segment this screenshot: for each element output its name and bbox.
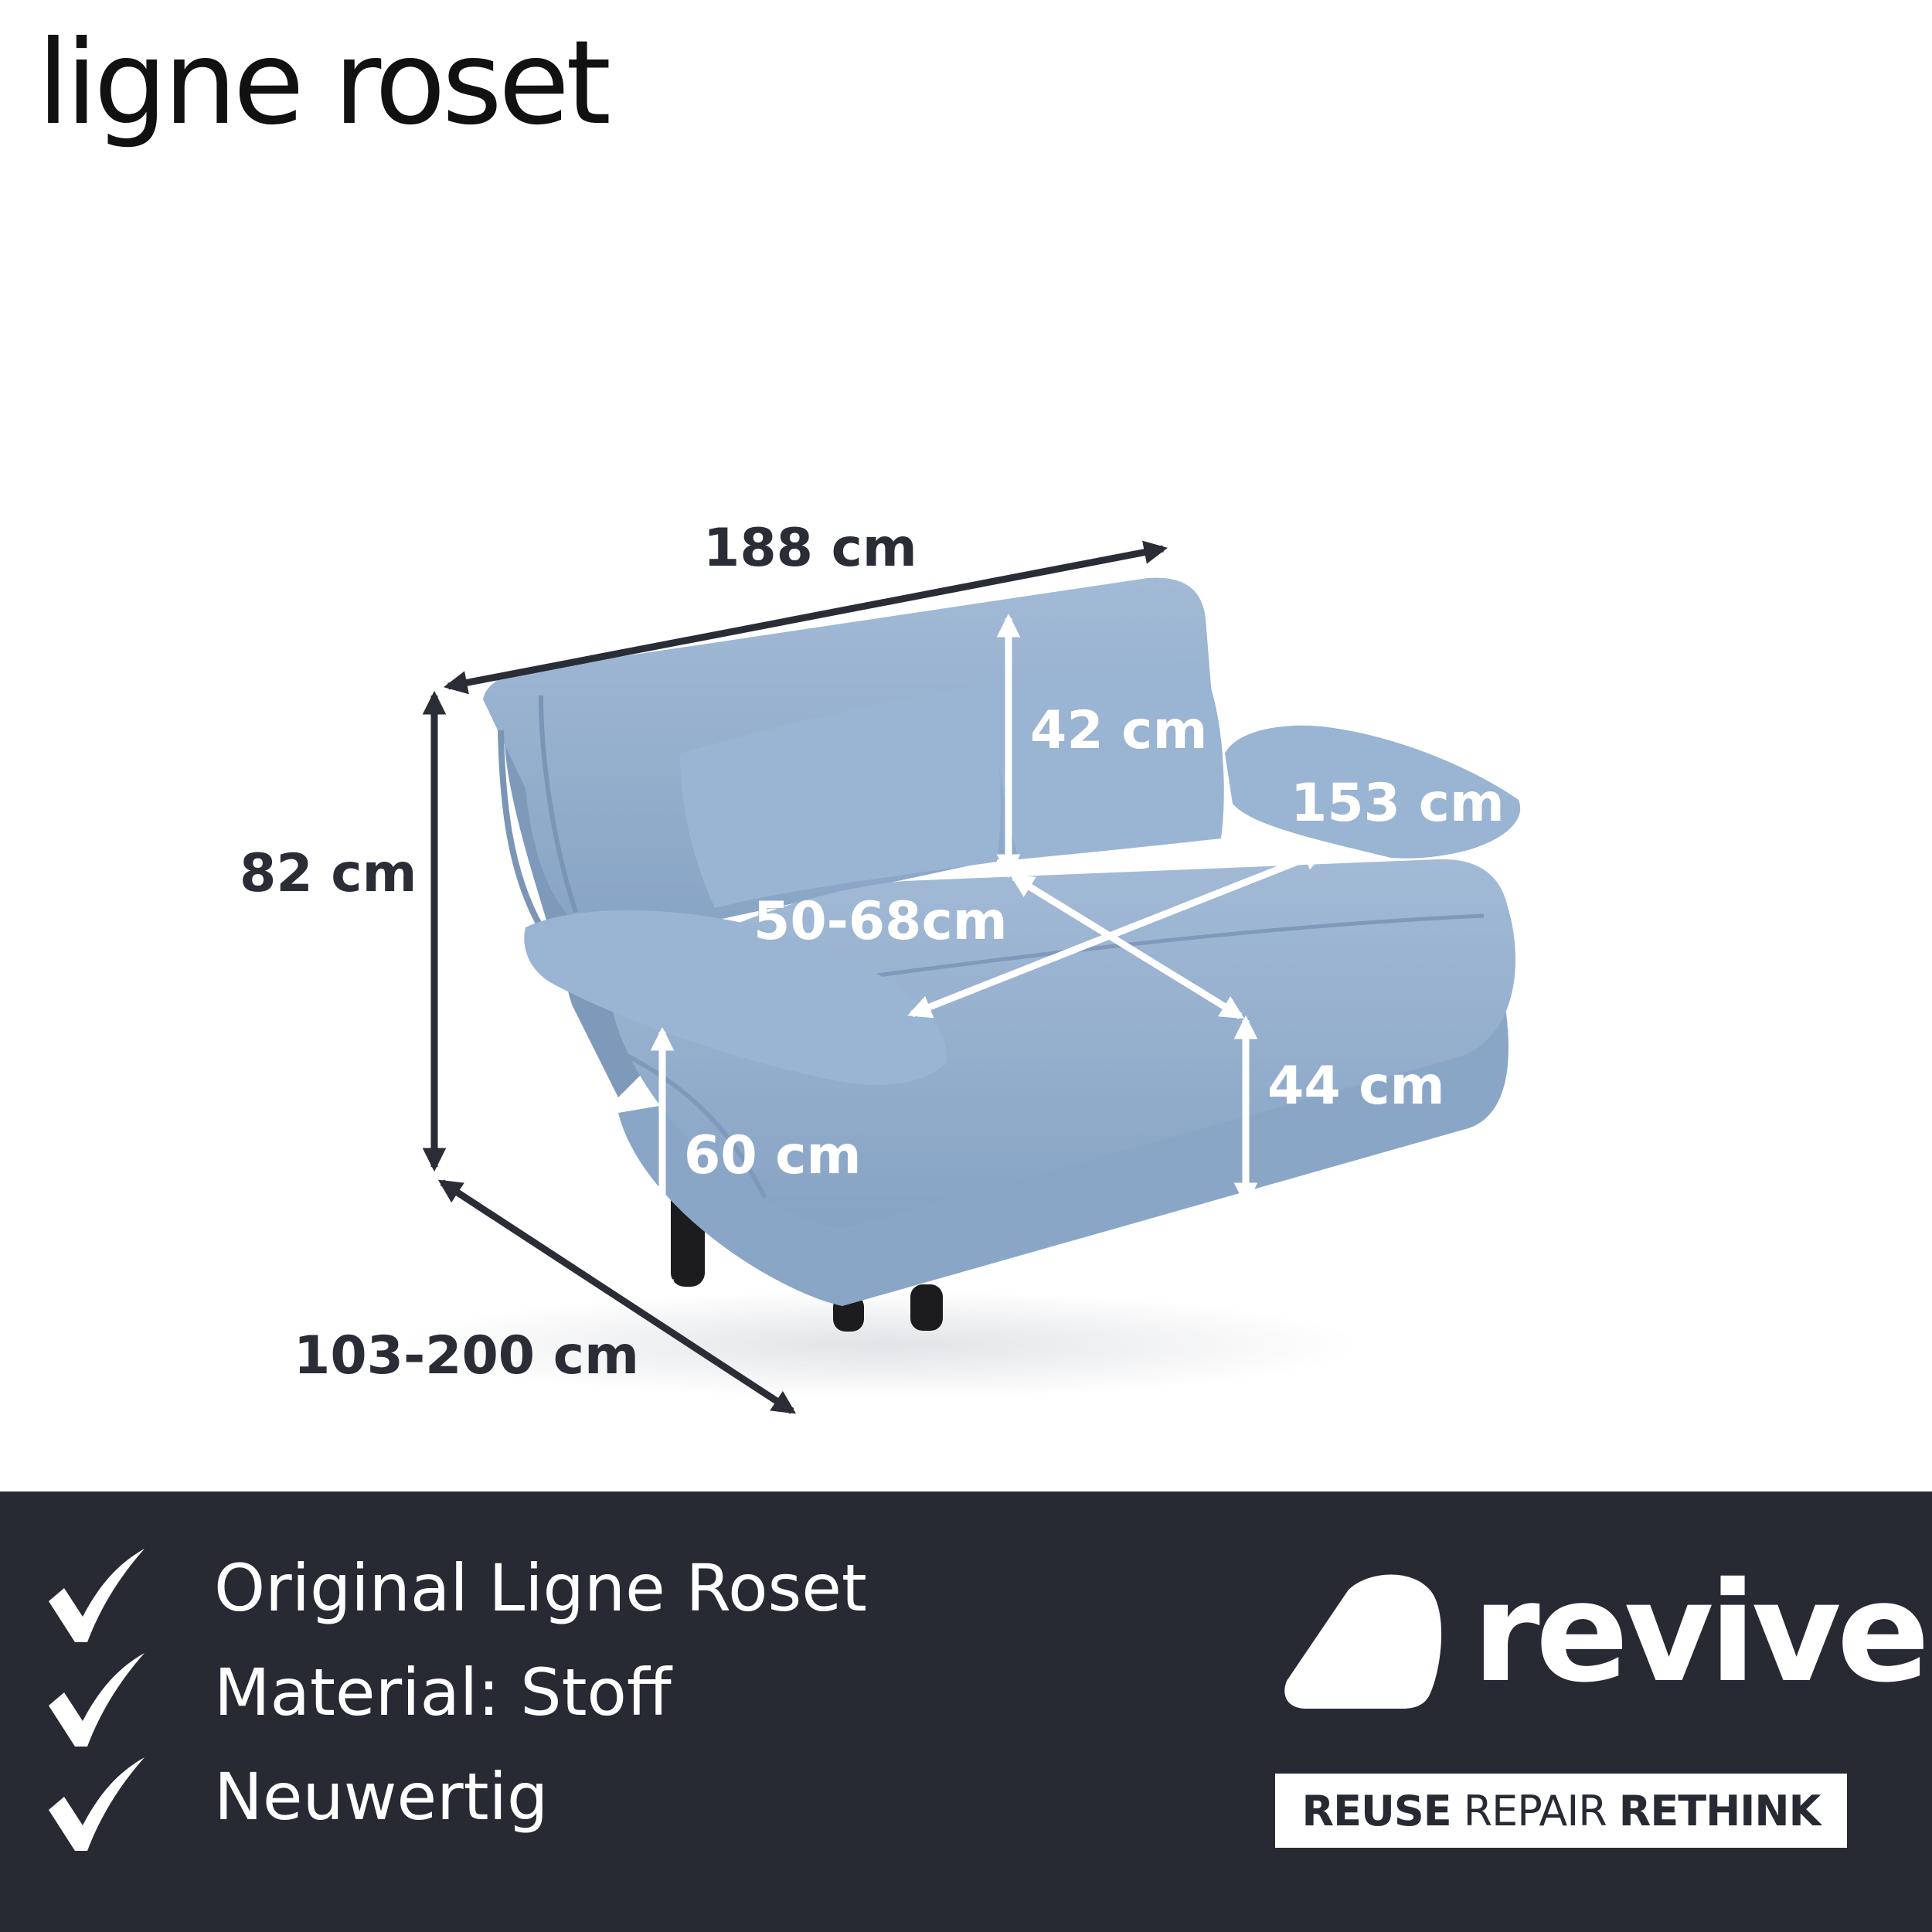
depth-arrow — [437, 1179, 797, 1414]
dimension-labels: 188 cm 82 cm 103-200 cm 42 cm 153 cm 50-… — [240, 518, 1505, 1386]
feature-label: Material: Stoff — [214, 1655, 672, 1730]
check-icon — [49, 1549, 145, 1642]
feature-label: Neuwertig — [214, 1759, 549, 1835]
check-icon — [49, 1653, 145, 1747]
label-height: 82 cm — [240, 843, 417, 904]
armrest — [524, 910, 947, 1085]
seller-tagline: REUSE REPAIR RETHINK — [1275, 1774, 1847, 1848]
tagline-repair: REPAIR — [1463, 1786, 1607, 1835]
label-seat-depth: 50-68cm — [753, 891, 1008, 952]
label-armrest-height: 60 cm — [684, 1125, 861, 1186]
brand-logo: ligne roset — [37, 16, 611, 151]
armrest — [1225, 725, 1521, 859]
check-icon — [49, 1757, 145, 1851]
product-illustration: 188 cm 82 cm 103-200 cm 42 cm 153 cm 50-… — [240, 518, 1521, 1414]
dimension-arrows — [422, 540, 1328, 1414]
back-pillow — [983, 661, 1224, 859]
label-lying-length: 153 cm — [1291, 773, 1505, 834]
revive-logo-icon — [1284, 1574, 1442, 1709]
feature-item: Material: Stoff — [43, 1650, 970, 1747]
label-seat-height: 44 cm — [1267, 1056, 1444, 1117]
sofa — [483, 577, 1521, 1332]
label-depth: 103-200 cm — [294, 1325, 639, 1386]
seat-depth-arrow — [1009, 874, 1245, 1019]
label-back-height: 42 cm — [1030, 700, 1207, 761]
tagline-rethink: RETHINK — [1618, 1786, 1821, 1835]
tagline-reuse: REUSE — [1301, 1786, 1452, 1835]
footer-banner: Original Ligne Roset Material: Stoff Neu… — [0, 1492, 1932, 1932]
feature-item: Original Ligne Roset — [43, 1546, 970, 1642]
label-width: 188 cm — [703, 518, 917, 579]
feature-item: Neuwertig — [43, 1754, 970, 1851]
seller-name: revive — [1472, 1553, 1930, 1713]
width-arrow — [443, 540, 1168, 695]
sofa-leg — [910, 1284, 943, 1331]
feature-label: Original Ligne Roset — [214, 1550, 867, 1626]
